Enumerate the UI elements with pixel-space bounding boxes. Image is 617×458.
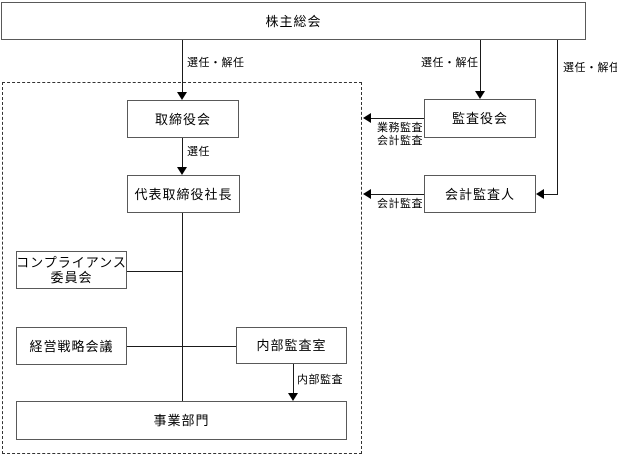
- arrowhead-down-to-president-icon: [177, 167, 187, 175]
- edge-label-elect-dismiss-audit-board: 選任・解任: [421, 57, 479, 69]
- connector-internal-audit-to-business: [293, 364, 294, 394]
- edge-label-accounting-audit-by-audit-board: 会計監査: [377, 135, 423, 147]
- box-audit-and-supervisory-board: 監査役会: [424, 99, 536, 138]
- connector-president-to-business-divisions: [182, 213, 183, 401]
- box-president: 代表取締役社長: [127, 175, 240, 213]
- connector-compliance-to-trunk: [127, 271, 182, 272]
- arrowhead-down-to-audit-board-icon: [475, 91, 485, 99]
- box-internal-audit-office-label: 内部監査室: [256, 338, 327, 353]
- connector-shareholders-to-accounting-auditor-vertical: [557, 40, 558, 195]
- box-audit-and-supervisory-board-label: 監査役会: [451, 111, 508, 126]
- connector-board-to-president: [182, 138, 183, 168]
- edge-label-accounting-audit-by-accounting-auditor: 会計監査: [377, 198, 423, 210]
- edge-label-elect-dismiss-accounting-auditor: 選任・解任: [563, 62, 617, 74]
- box-accounting-auditor: 会計監査人: [424, 175, 536, 213]
- box-board-of-directors: 取締役会: [127, 100, 239, 138]
- box-president-label: 代表取締役社長: [134, 186, 233, 202]
- box-compliance-committee: コンプライアンス 委員会: [16, 251, 127, 289]
- connector-shareholders-to-accounting-auditor-horizontal: [544, 194, 558, 195]
- connector-shareholders-to-board: [182, 40, 183, 93]
- box-internal-audit-office: 内部監査室: [236, 327, 347, 364]
- arrowhead-left-accounting-auditor-icon: [363, 189, 371, 199]
- arrowhead-down-internal-audit-icon: [288, 393, 298, 401]
- connector-strategy-to-internal-audit: [127, 346, 236, 347]
- box-board-of-directors-label: 取締役会: [154, 111, 211, 127]
- box-accounting-auditor-label: 会計監査人: [444, 186, 515, 202]
- edge-label-operational-audit: 業務監査: [377, 122, 423, 134]
- arrowhead-down-to-board-icon: [177, 92, 187, 100]
- edge-label-elect-president: 選任: [187, 146, 210, 158]
- edge-label-internal-audit: 内部監査: [297, 374, 343, 386]
- arrowhead-left-audit-board-icon: [363, 113, 371, 123]
- box-shareholders-meeting-label: 株主総会: [265, 13, 322, 29]
- box-business-divisions-label: 事業部門: [153, 413, 210, 428]
- box-management-strategy-council: 経営戦略会議: [16, 327, 127, 365]
- connector-shareholders-to-audit-board: [480, 40, 481, 92]
- box-compliance-committee-label-line2: 委員会: [50, 270, 93, 285]
- connector-accounting-auditor-to-company: [371, 194, 424, 195]
- connector-audit-board-to-company: [371, 118, 424, 119]
- box-management-strategy-council-label: 経営戦略会議: [29, 338, 114, 354]
- arrowhead-left-to-accounting-auditor-icon: [536, 189, 544, 199]
- box-compliance-committee-label-line1: コンプライアンス: [16, 255, 127, 270]
- edge-label-elect-dismiss-board: 選任・解任: [187, 57, 245, 69]
- box-business-divisions: 事業部門: [16, 401, 347, 440]
- box-shareholders-meeting: 株主総会: [1, 2, 586, 40]
